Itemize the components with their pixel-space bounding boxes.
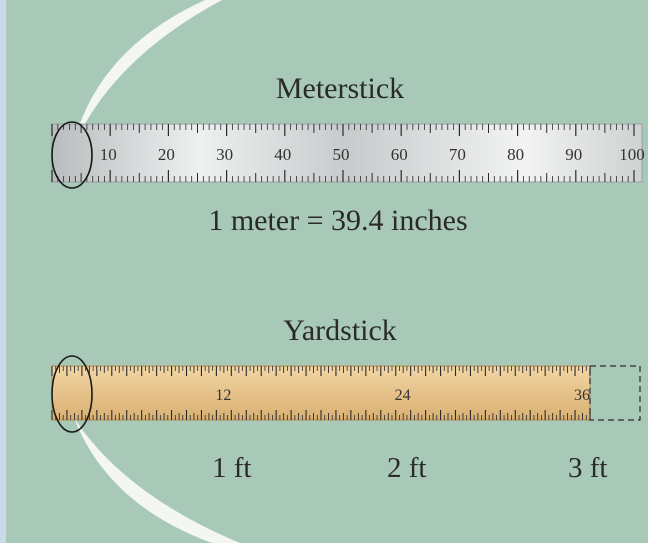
meterstick-title: Meterstick — [275, 72, 405, 105]
yardstick-tick-labels: 12 24 36 — [215, 387, 590, 404]
yard-tick-label: 24 — [395, 387, 411, 404]
meter-tick-label: 90 — [565, 145, 582, 164]
meterstick-ticks — [51, 124, 635, 182]
foot-label-3: 3 ft — [568, 452, 608, 484]
yard-tick-label: 12 — [215, 387, 231, 404]
meter-tick-label: 60 — [391, 145, 408, 164]
meterstick-body — [51, 123, 643, 183]
meter-tick-label: 40 — [274, 145, 291, 164]
yardstick-end-circle — [51, 355, 93, 433]
background-panel — [6, 0, 648, 543]
meterstick-tick-labels: 10 20 30 40 50 60 70 80 90 100 — [100, 145, 645, 164]
meter-tick-label: 30 — [216, 145, 233, 164]
meterstick-end-circle — [51, 121, 93, 189]
yardstick-ticks — [51, 366, 591, 420]
meter-tick-label: 70 — [449, 145, 466, 164]
meter-tick-label: 100 — [619, 145, 645, 164]
meter-tick-label: 20 — [158, 145, 175, 164]
meter-tick-label: 80 — [507, 145, 524, 164]
yardstick-title: Yardstick — [283, 314, 397, 347]
conversion-equation: 1 meter = 39.4 inches — [208, 204, 468, 237]
meter-tick-label: 50 — [333, 145, 350, 164]
left-edge-strip — [0, 0, 6, 543]
yardstick-extension-outline — [589, 365, 641, 421]
foot-label-1: 1 ft — [212, 452, 252, 484]
meter-tick-label: 10 — [100, 145, 117, 164]
yard-tick-label: 36 — [574, 387, 590, 404]
foot-label-2: 2 ft — [387, 452, 427, 484]
